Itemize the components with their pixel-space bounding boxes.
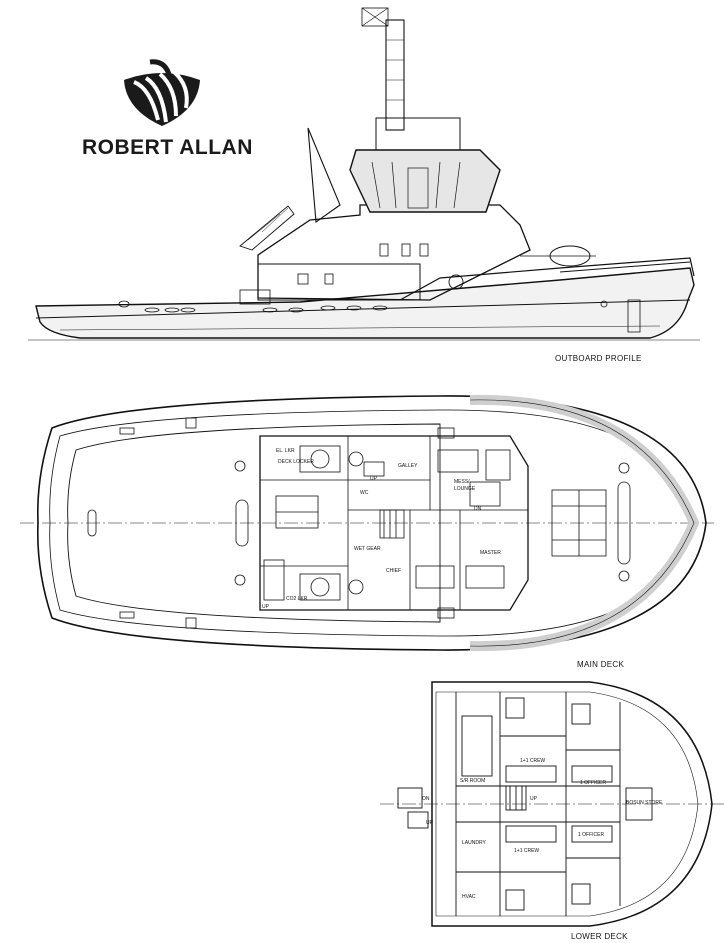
stair-up-main-2: UP [262,604,270,610]
stair-down-main: DN [474,506,482,512]
stair-on-lower: ON [422,796,430,802]
room-el-lkr: EL. LKR [276,448,295,454]
room-galley: GALLEY [398,463,418,469]
room-co2-lkr: CO2 LKR [286,596,308,602]
stair-up-lower-1: UP [530,796,538,802]
room-bosun-store: BOSUN STORE [626,800,663,806]
room-sr-room: S/R ROOM [460,778,485,784]
room-mess: MESS/ [454,479,470,485]
room-wet-gear: WET GEAR [354,546,381,552]
room-crew-top: 1+1 CREW [520,758,545,764]
outboard-profile-title: OUTBOARD PROFILE [555,354,642,363]
room-master: MASTER [480,550,501,556]
lower-deck-plan: S/R ROOM 1+1 CREW 1 OFFICER BOSUN STORE … [380,681,724,927]
striped-shield-logo-icon [124,59,200,126]
main-deck-plan: EL. LKR DECK LOCKER GALLEY MESS/ LOUNGE … [20,394,714,652]
stair-up-lower-2: UP [426,820,434,826]
stair-up-main-1: UP [370,476,378,482]
room-deck-locker: DECK LOCKER [278,459,314,465]
room-wc: WC [360,490,369,496]
room-crew-bottom: 1+1 CREW [514,848,539,854]
main-deck-title: MAIN DECK [577,660,625,669]
room-laundry: LAUNDRY [462,840,486,846]
room-officer-bottom: 1 OFFICER [578,832,605,838]
lower-deck-title: LOWER DECK [571,932,628,941]
room-officer-top: 1 OFFICER [580,780,607,786]
room-lounge: LOUNGE [454,486,476,492]
room-chief: CHIEF [386,568,401,574]
brand-name: ROBERT ALLAN [82,136,253,159]
room-hvac: HVAC [462,894,476,900]
outboard-profile-drawing [28,7,700,341]
